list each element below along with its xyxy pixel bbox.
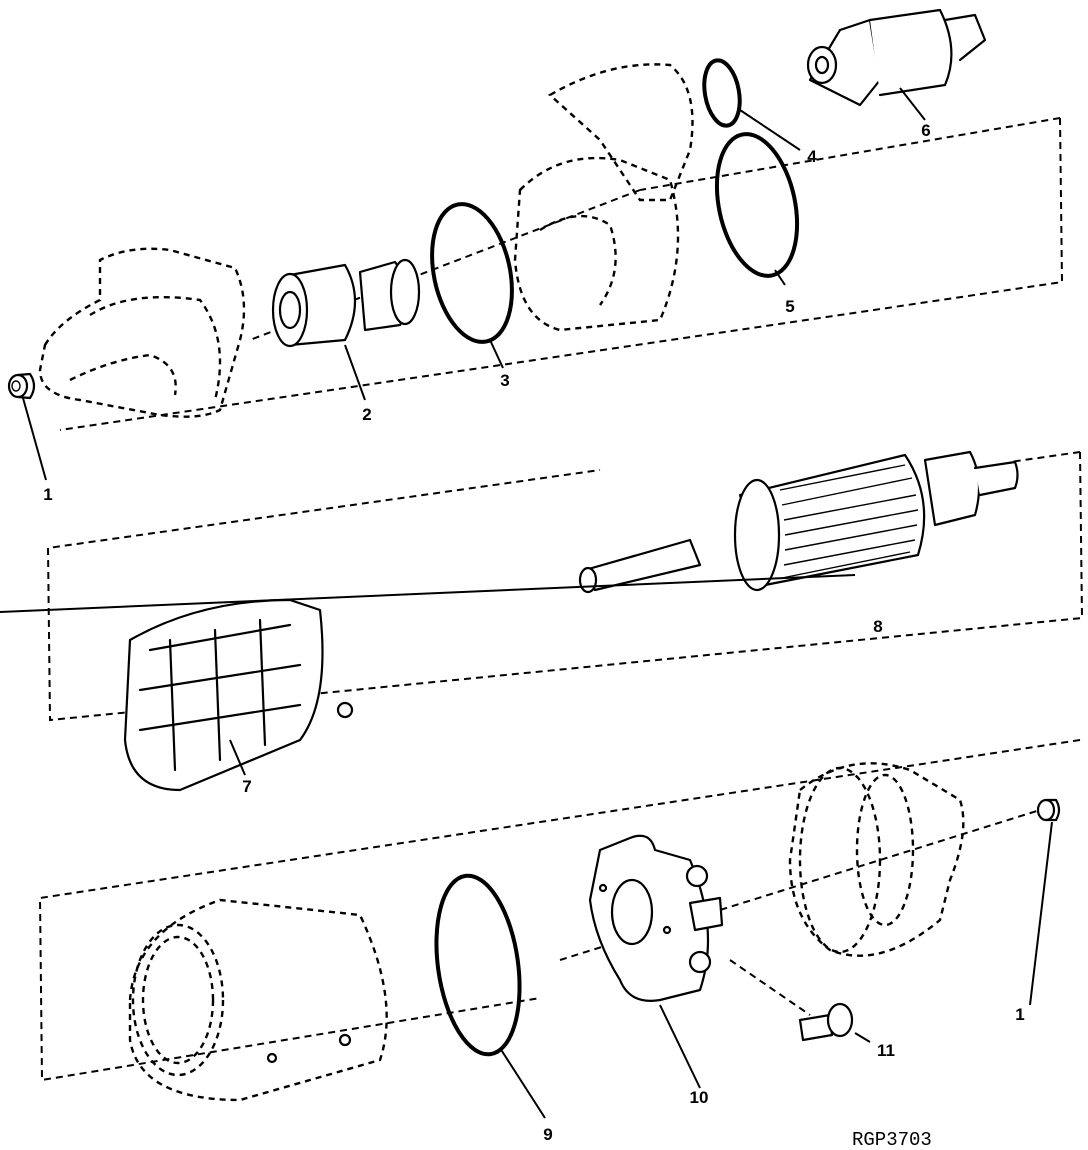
part-9-o-ring <box>434 873 546 1119</box>
callout-2: 2 <box>362 405 371 424</box>
part-6-solenoid <box>806 8 987 121</box>
part-4-small-o-ring <box>702 58 801 151</box>
callout-6: 6 <box>921 121 930 140</box>
drive-end-housing <box>38 247 246 418</box>
solenoid-housing <box>513 63 694 332</box>
callout-7: 7 <box>242 777 251 796</box>
callout-8: 8 <box>873 617 882 636</box>
callout-4: 4 <box>807 147 817 166</box>
part-5-o-ring <box>714 132 800 286</box>
callout-11: 11 <box>877 1041 895 1060</box>
part-7-field-coil <box>123 598 354 792</box>
part-1-bushing-left <box>7 372 47 481</box>
part-11-brush <box>798 1002 871 1043</box>
part-10-brush-plate <box>588 834 724 1089</box>
part-2-drive-pinion <box>271 258 421 401</box>
part-3-o-ring <box>430 202 514 369</box>
armature-windings <box>779 464 919 579</box>
part-8-armature <box>0 450 1019 613</box>
part-1-bushing-right <box>1029 798 1061 1006</box>
commutator-end-housing <box>788 762 965 957</box>
callout-1-left: 1 <box>43 485 52 504</box>
figure-reference-code: RGP3703 <box>852 1129 932 1150</box>
field-frame <box>128 898 388 1102</box>
callout-3: 3 <box>500 371 509 390</box>
callout-10: 10 <box>690 1088 709 1107</box>
assembly-axis-lines <box>38 117 1084 1082</box>
callout-9: 9 <box>543 1125 552 1144</box>
callout-labels: 1 2 3 4 5 6 7 8 9 10 11 1 <box>43 121 1024 1144</box>
callout-5: 5 <box>785 297 794 316</box>
callout-1-right: 1 <box>1015 1005 1024 1024</box>
